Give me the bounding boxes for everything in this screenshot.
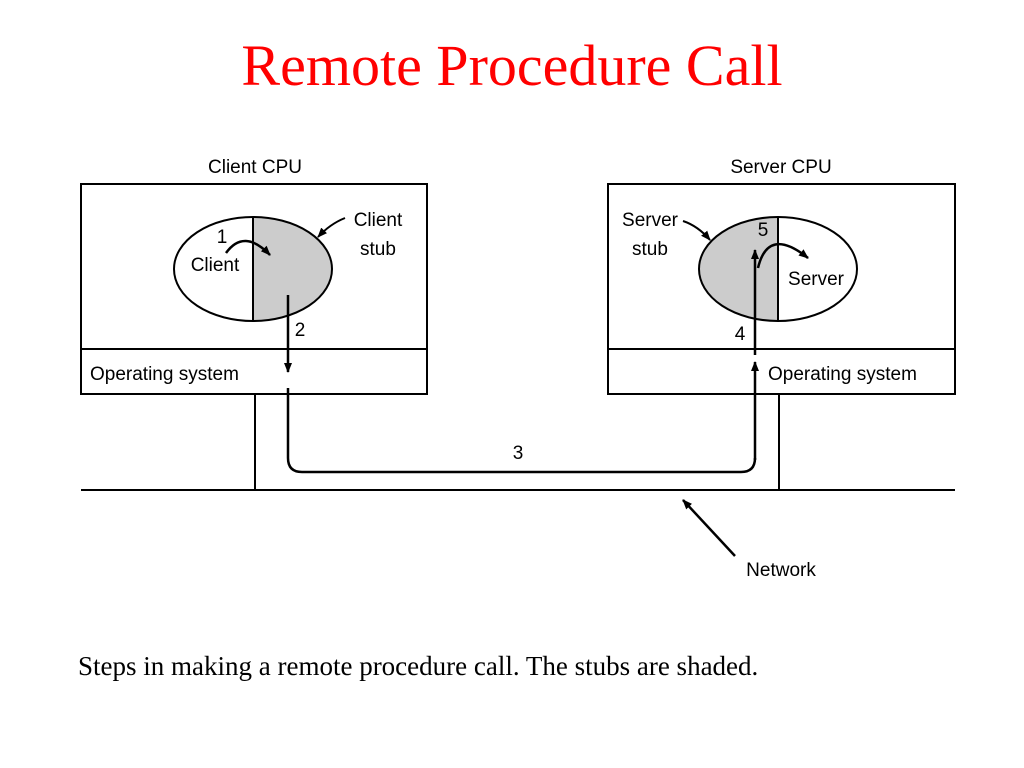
server-cpu: Server CPU Operating system Server Serve… [607, 157, 956, 460]
client-stub-pointer-arrow [317, 217, 346, 238]
step-3-label: 3 [513, 443, 524, 464]
network: 3 Network [81, 388, 955, 581]
step-4-label: 4 [735, 324, 746, 345]
server-os-label: Operating system [768, 364, 917, 385]
client-stub-shaded [253, 217, 332, 321]
client-stub-label-line1: Client [354, 210, 403, 231]
client-cpu: Client CPU Operating system Client Clien… [80, 157, 428, 395]
step-2-label: 2 [295, 320, 306, 341]
server-cpu-box [607, 183, 956, 395]
network-pointer-arrow [682, 499, 736, 557]
server-label: Server [788, 269, 845, 290]
server-stub-shaded [699, 217, 778, 321]
slide-caption: Steps in making a remote procedure call.… [78, 651, 759, 681]
step-5-label: 5 [758, 220, 769, 241]
server-stub-pointer-arrow [682, 220, 711, 241]
client-stub-label-line2: stub [360, 239, 396, 260]
server-stub-label-line1: Server [622, 210, 679, 231]
server-cpu-label: Server CPU [730, 157, 831, 178]
client-cpu-label: Client CPU [208, 157, 302, 178]
client-os-label: Operating system [90, 364, 239, 385]
network-label: Network [746, 560, 816, 581]
slide-title: Remote Procedure Call [241, 33, 783, 98]
server-stub-label-line2: stub [632, 239, 668, 260]
client-label: Client [191, 255, 240, 276]
step-1-arrow [224, 239, 271, 256]
step-3-path [286, 388, 757, 474]
step-5-arrow [756, 242, 809, 269]
step-1-label: 1 [217, 227, 228, 248]
